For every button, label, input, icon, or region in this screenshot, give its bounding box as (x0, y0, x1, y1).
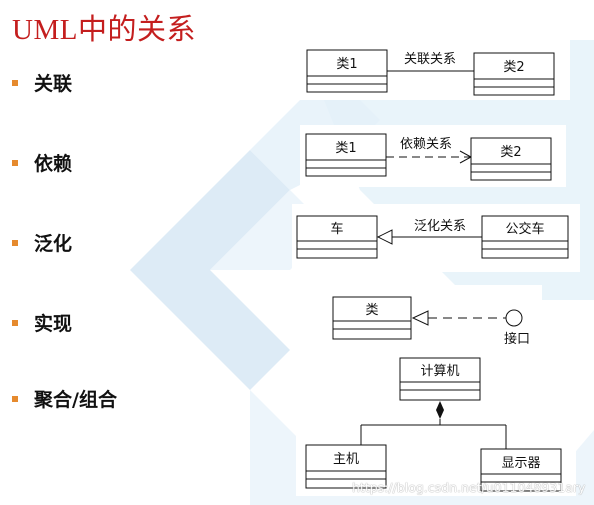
dependency-label: 依赖关系 (400, 137, 452, 152)
class-name: 计算机 (420, 364, 459, 379)
class-name: 车 (330, 221, 343, 237)
generalization-diagram: 车 泛化关系 公交车 (296, 215, 569, 259)
class-box-1: 类1 (306, 49, 388, 93)
class-name: 类1 (336, 57, 357, 72)
class-name: 显示器 (501, 456, 540, 471)
bullet-label: 依赖 (34, 153, 73, 175)
child-class-box: 公交车 (481, 215, 569, 259)
watermark: https://blog.csdn.net/u011048931ary (352, 480, 586, 495)
bullet-label: 聚合/组合 (34, 389, 117, 411)
bullet-label: 关联 (34, 73, 73, 95)
class-box-1: 类1 (305, 133, 387, 177)
bullet-generalization: 泛化 (12, 229, 72, 256)
aggregation-diagram: 计算机 主机 显示器 (305, 357, 562, 492)
bullet-square-icon (12, 160, 18, 166)
filled-diamond-icon (436, 401, 444, 419)
interface-lollipop-icon (505, 309, 523, 327)
whole-class-box: 计算机 (399, 357, 481, 401)
class-name: 类1 (335, 141, 356, 156)
class-name: 公交车 (505, 221, 544, 237)
bullet-square-icon (12, 240, 18, 246)
association-label: 关联关系 (404, 52, 456, 67)
association-diagram: 类1 关联关系 类2 (306, 49, 555, 96)
bullet-label: 泛化 (34, 233, 73, 255)
dependency-diagram: 类1 依赖关系 类2 (305, 133, 552, 181)
bullet-square-icon (12, 396, 18, 402)
class-name: 类2 (500, 145, 521, 160)
generalization-label: 泛化关系 (414, 219, 466, 234)
bullet-square-icon (12, 80, 18, 86)
interface-label: 接口 (504, 331, 530, 347)
class-box-2: 类2 (470, 137, 552, 181)
part-class-box-1: 主机 (305, 444, 387, 489)
class-box-2: 类2 (473, 52, 555, 96)
bullet-label: 实现 (34, 313, 73, 335)
part-class-box-2: 显示器 (480, 448, 562, 492)
class-name: 类2 (503, 60, 524, 75)
bullet-association: 关联 (12, 69, 72, 96)
bullet-realization: 实现 (12, 309, 72, 336)
parent-class-box: 车 (296, 215, 378, 259)
class-name: 类 (365, 303, 378, 318)
class-name: 主机 (333, 452, 359, 467)
bullet-square-icon (12, 320, 18, 326)
hollow-triangle-arrow-icon (411, 310, 429, 326)
bullet-aggregation: 聚合/组合 (12, 385, 117, 412)
hollow-triangle-arrow-icon (376, 229, 393, 245)
slide-title: UML中的关系 (12, 14, 196, 46)
class-box: 类 (332, 296, 412, 340)
bullet-dependency: 依赖 (12, 149, 72, 176)
realization-diagram: 类 接口 (332, 296, 530, 347)
